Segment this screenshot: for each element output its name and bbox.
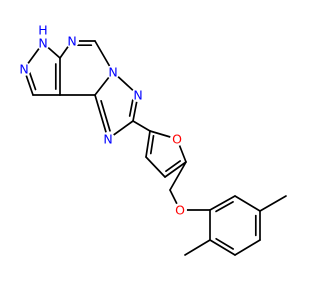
atom-label-o-ether: O bbox=[173, 203, 187, 218]
atom-o-ether: O bbox=[175, 203, 185, 218]
atom-n-bridgehead: N bbox=[108, 65, 117, 80]
bond-a6-me2 bbox=[184, 239, 211, 256]
bond-cf2-cf3 bbox=[145, 130, 151, 158]
structure-diagram: N H N N N N N bbox=[17, 22, 287, 256]
bond-ntA-ctri-inner bbox=[128, 97, 134, 117]
atom-label-n-pyrimidine: N bbox=[65, 34, 79, 49]
atom-n-triazole-2: N bbox=[103, 132, 112, 147]
molecule-canvas: N H N N N N N bbox=[17, 22, 287, 256]
bond-ntB-c4-inner bbox=[100, 99, 111, 132]
bond-a1-a2-inner bbox=[215, 201, 234, 213]
atom-label-n-triazole-1: N bbox=[131, 88, 145, 103]
bond-cf3-cf4 bbox=[145, 156, 166, 178]
bond-n2-c3-inner bbox=[28, 70, 37, 91]
bond-a2-a3 bbox=[234, 195, 261, 212]
bond-a5-a6-inner bbox=[215, 237, 235, 250]
bond-cf4-cf5 bbox=[164, 161, 187, 178]
bond-ntB-c4 bbox=[94, 94, 109, 140]
bond-cf2-cf3-inner bbox=[149, 134, 155, 155]
atom-label-n-triazole-2: N bbox=[101, 132, 115, 147]
atom-label-layer: N H N N N N N bbox=[17, 23, 187, 218]
bond-a5-a6 bbox=[209, 239, 236, 256]
bond-layer bbox=[23, 40, 287, 256]
bond-a4-a5 bbox=[234, 239, 261, 256]
atom-o-furan: O bbox=[172, 132, 182, 147]
bond-cf4-cf5-inner bbox=[165, 160, 182, 173]
atom-label-h-pyrazole: H bbox=[38, 23, 47, 38]
bond-a1-a2 bbox=[209, 195, 236, 211]
atom-label-o-furan: O bbox=[170, 132, 184, 147]
atom-label-n-h-pyrazole: N bbox=[36, 36, 50, 51]
bond-a3-me1 bbox=[259, 195, 287, 212]
atom-n-pyrimidine: N bbox=[67, 34, 76, 49]
bond-ctri-cf2 bbox=[132, 120, 151, 132]
atom-h-pyrazole: H bbox=[38, 23, 47, 38]
atom-n-triazole-1: N bbox=[133, 88, 142, 103]
atom-n-h-pyrazole: N bbox=[38, 36, 47, 51]
atom-n-pyrazole-2: N bbox=[19, 62, 28, 77]
bond-cf5-ch2 bbox=[169, 161, 187, 191]
atom-label-n-pyrazole-2: N bbox=[17, 62, 31, 77]
atom-label-n-bridgehead: N bbox=[106, 65, 120, 80]
